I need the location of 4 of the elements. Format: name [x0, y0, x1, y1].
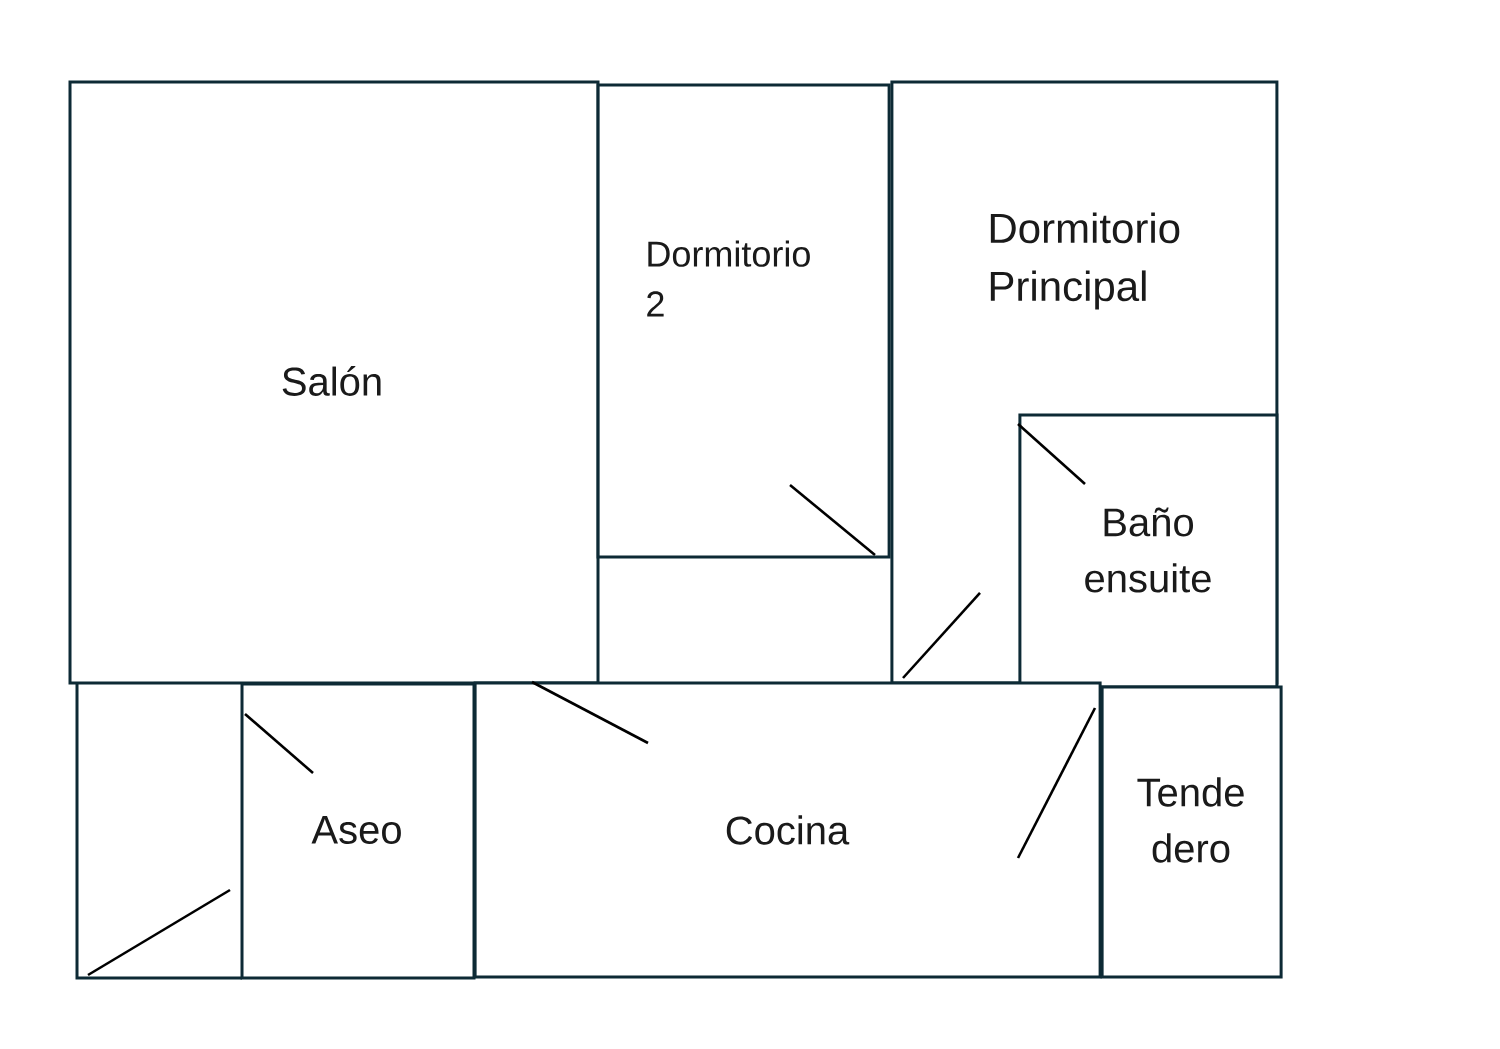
room: Tende dero — [1100, 685, 1283, 979]
room: Dormitorio 2 — [596, 83, 891, 559]
room: Aseo — [240, 682, 476, 980]
room: Baño ensuite — [1018, 413, 1279, 689]
